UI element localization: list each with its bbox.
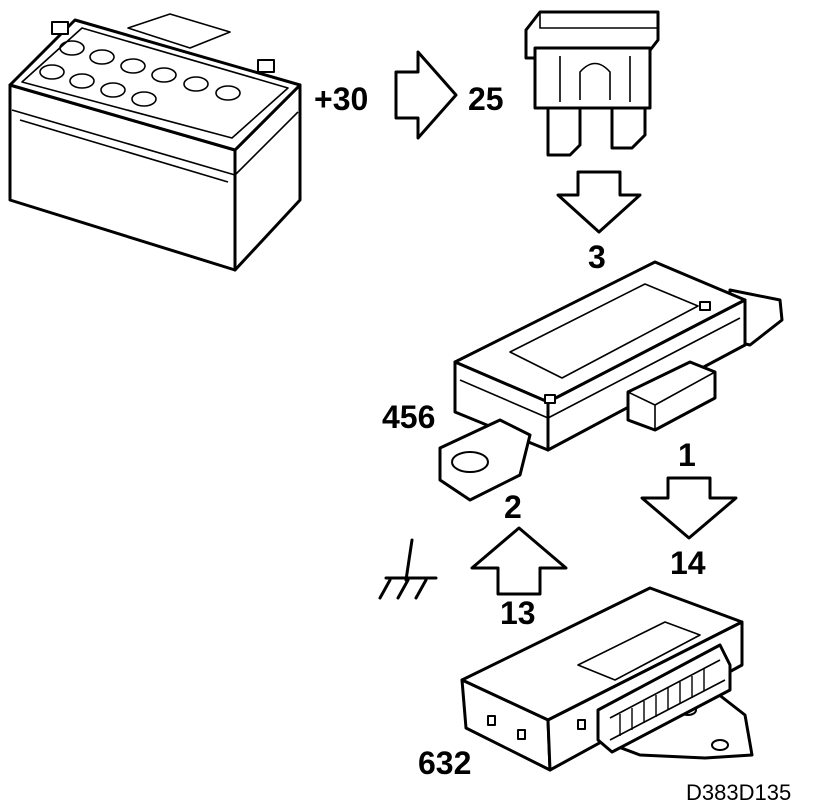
relay-component-label: 456 xyxy=(382,399,435,435)
relay-unit-icon xyxy=(438,260,784,502)
module-ground-pin-label: 13 xyxy=(500,595,536,631)
arrow-right-icon xyxy=(394,50,458,140)
ground-symbol-icon xyxy=(378,538,438,600)
relay-ground-pin-label: 2 xyxy=(504,489,522,525)
figure-code-label: D383D135 xyxy=(686,780,791,805)
module-in-pin-label: 14 xyxy=(670,545,706,581)
fuse-number-label: 25 xyxy=(468,81,504,117)
fuse-icon xyxy=(524,10,660,157)
module-component-label: 632 xyxy=(418,745,471,781)
control-module-icon xyxy=(460,586,754,772)
arrow-down-icon xyxy=(640,476,738,540)
battery-icon xyxy=(8,13,302,272)
arrow-down-icon xyxy=(556,170,642,234)
battery-terminal-label: +30 xyxy=(314,81,368,117)
relay-in-pin-label: 3 xyxy=(588,239,606,275)
relay-out-pin-label: 1 xyxy=(678,437,696,473)
arrow-up-icon xyxy=(470,526,568,596)
